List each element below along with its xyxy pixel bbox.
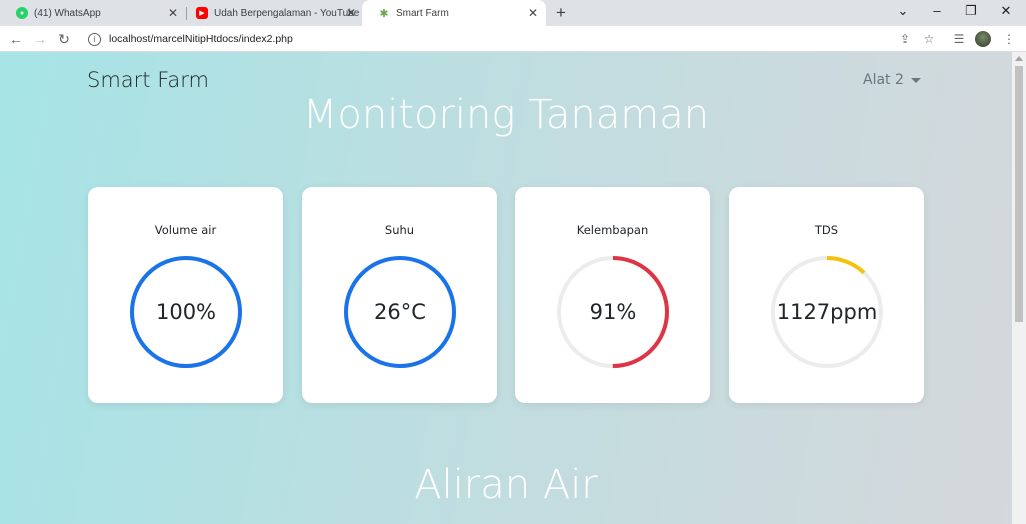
whatsapp-icon: ●: [16, 7, 28, 19]
sensor-card-tds: TDS 1127ppm: [729, 187, 924, 403]
browser-toolbar: ← → ↻ i localhost/marcelNitipHtdocs/inde…: [0, 26, 1026, 52]
close-icon[interactable]: ✕: [527, 6, 538, 20]
card-label: Volume air: [154, 223, 217, 237]
card-label: Suhu: [384, 223, 415, 237]
reading-list-icon[interactable]: ☰: [953, 32, 965, 46]
gauge: [344, 256, 456, 368]
address-bar[interactable]: i localhost/marcelNitipHtdocs/index2.php: [82, 29, 942, 49]
card-label: TDS: [814, 223, 839, 237]
youtube-icon: ▶: [196, 7, 208, 19]
share-icon[interactable]: ⇪: [899, 32, 911, 46]
navbar-brand[interactable]: Smart Farm: [87, 68, 209, 92]
gauge-value: 1127ppm: [776, 300, 878, 324]
gauge: [130, 256, 242, 368]
gauge-arc: [557, 256, 669, 368]
back-icon[interactable]: ←: [9, 31, 23, 47]
menu-kebab-icon[interactable]: ⋮: [1003, 32, 1015, 46]
tab-divider: [186, 7, 187, 20]
sensor-card-kelembapan: Kelembapan 91%: [515, 187, 710, 403]
gauge-value: 26°C: [374, 300, 426, 324]
close-icon[interactable]: ✕: [345, 6, 356, 20]
bookmark-star-icon[interactable]: ☆: [923, 32, 935, 46]
restore-button[interactable]: ❐: [965, 3, 977, 18]
page-title: Monitoring Tanaman: [302, 92, 710, 138]
reload-icon[interactable]: ↻: [58, 31, 70, 47]
device-dropdown-label: Alat 2: [863, 72, 904, 88]
tab-smart-farm[interactable]: ✱ Smart Farm ✕: [362, 0, 546, 26]
gauge-arc: [344, 256, 456, 368]
sensor-card-suhu: Suhu 26°C: [302, 187, 497, 403]
scrollbar-thumb[interactable]: [1015, 66, 1023, 322]
tab-whatsapp[interactable]: ● (41) WhatsApp ✕: [0, 0, 186, 26]
sensor-card-volume-air: Volume air 100%: [88, 187, 283, 403]
card-label: Kelembapan: [576, 223, 649, 237]
gauge-value: 100%: [155, 300, 217, 324]
site-info-icon[interactable]: i: [88, 32, 101, 46]
section-title-aliran-air: Aliran Air: [414, 462, 598, 508]
page-viewport: Smart Farm Alat 2 Monitoring Tanaman Vol…: [0, 52, 1012, 524]
scroll-up-icon[interactable]: [1015, 56, 1023, 61]
caret-down-icon: [910, 77, 921, 83]
tab-title: (41) WhatsApp: [34, 7, 101, 19]
gauge-value: 91%: [589, 300, 637, 324]
minimize-button[interactable]: –: [933, 3, 941, 18]
tab-search-icon[interactable]: ⌄: [897, 3, 909, 18]
tab-title: Udah Berpengalaman - YouTube: [214, 7, 360, 19]
browser-tab-strip: ● (41) WhatsApp ✕ ▶ Udah Berpengalaman -…: [0, 0, 1026, 26]
page-scrollbar[interactable]: [1012, 52, 1026, 524]
close-window-button[interactable]: ✕: [1000, 3, 1012, 18]
gauge-arc: [771, 256, 883, 368]
close-icon[interactable]: ✕: [167, 6, 178, 20]
device-dropdown[interactable]: Alat 2: [863, 72, 921, 88]
new-tab-button[interactable]: +: [556, 3, 566, 22]
gauge: [771, 256, 883, 368]
profile-avatar[interactable]: [975, 31, 991, 47]
tab-youtube[interactable]: ▶ Udah Berpengalaman - YouTube ✕: [180, 0, 364, 26]
gauge: [557, 256, 669, 368]
palm-tree-icon: ✱: [379, 7, 389, 20]
forward-icon[interactable]: →: [33, 31, 47, 47]
tab-title: Smart Farm: [396, 7, 449, 19]
url-text: localhost/marcelNitipHtdocs/index2.php: [109, 33, 293, 45]
gauge-arc: [130, 256, 242, 368]
